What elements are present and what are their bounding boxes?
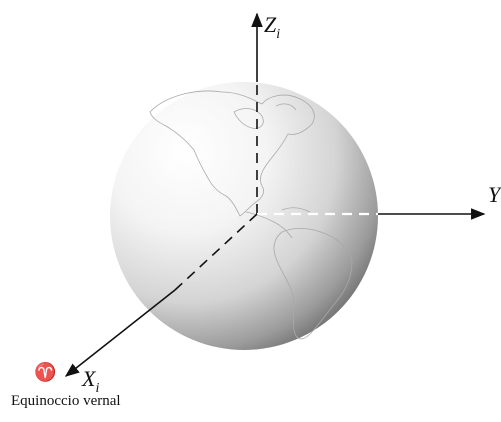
x-axis-dashed — [174, 213, 258, 291]
x-axis-solid — [64, 289, 176, 377]
aries-symbol: ♈ — [34, 361, 56, 383]
y-axis-label: Y — [488, 182, 501, 207]
z-axis-label: Zi — [264, 12, 280, 42]
earth-coastlines — [149, 90, 353, 340]
earth-globe — [110, 82, 378, 350]
x-axis-label: Xi — [81, 366, 99, 396]
vernal-equinox-caption: Equinoccio vernal — [11, 393, 121, 409]
